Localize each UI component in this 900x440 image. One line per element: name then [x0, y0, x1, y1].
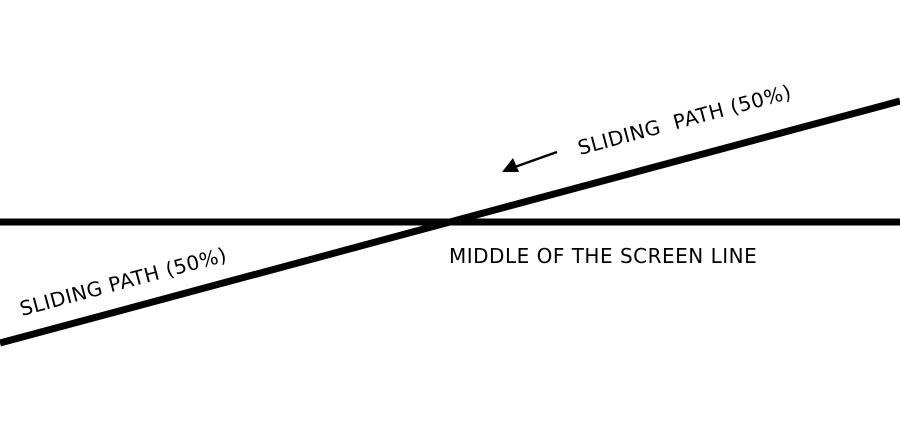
- sliding-path-upper-label: SLIDING PATH (50%): [575, 80, 794, 160]
- sliding-path-line: [0, 97, 900, 347]
- middle-line-label: MIDDLE OF THE SCREEN LINE: [449, 244, 757, 268]
- arrow-left-down-icon: [502, 150, 558, 172]
